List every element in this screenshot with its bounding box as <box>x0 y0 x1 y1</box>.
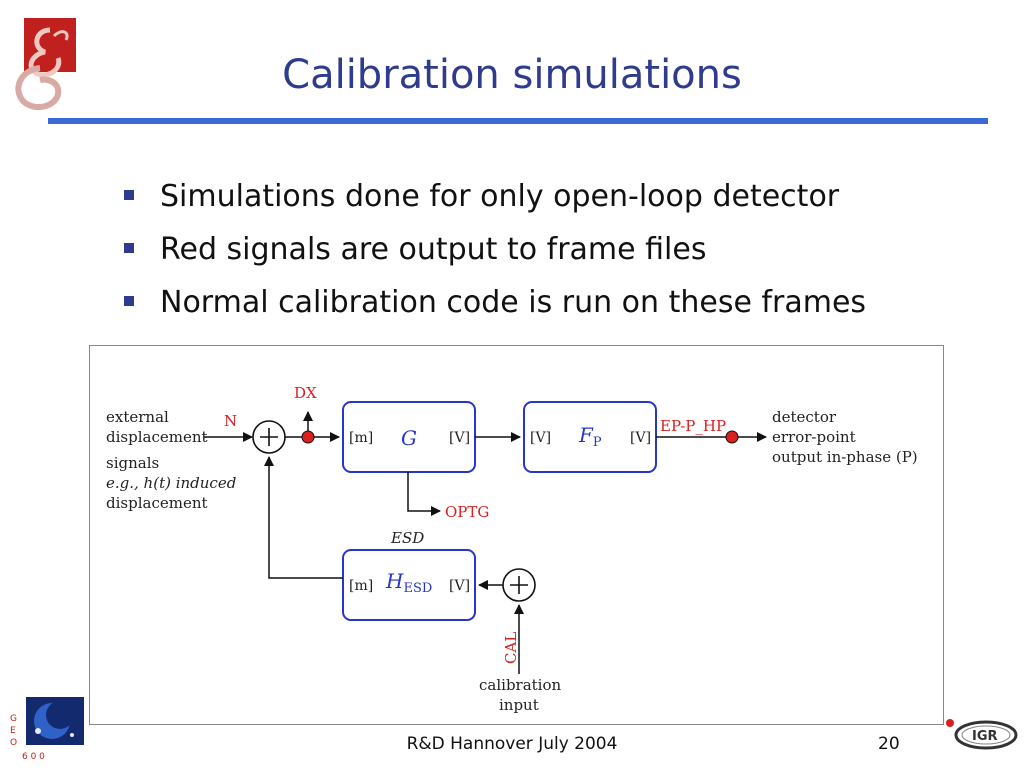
svg-text:G: G <box>10 714 17 724</box>
bullet-item: Normal calibration code is run on these … <box>120 276 866 329</box>
slide-title: Calibration simulations <box>282 52 742 98</box>
svg-text:E: E <box>10 726 16 736</box>
title-divider <box>48 118 988 124</box>
bullet-item: Red signals are output to frame files <box>120 223 866 276</box>
input-label-line: signals <box>106 454 159 472</box>
output-label-line: output in-phase (P) <box>772 448 918 466</box>
g-block-name: G <box>401 426 417 450</box>
ep-output-point <box>725 430 739 444</box>
optg-signal-label: OPTG <box>445 503 489 521</box>
bullet-square-icon <box>124 243 134 253</box>
output-label-line: detector <box>772 408 837 426</box>
optg-tap-arrow <box>407 472 441 516</box>
g-left-unit: [m] <box>349 430 373 446</box>
fp-block-name: FP <box>578 423 602 450</box>
ep-signal-label: EP-P_HP <box>660 417 726 435</box>
calibration-block-diagram: external displacement signals e.g., h(t)… <box>89 345 944 725</box>
geo600-logo <box>15 18 76 110</box>
bullet-square-icon <box>124 190 134 200</box>
dx-output-point <box>301 430 315 444</box>
fp-right-unit: [V] <box>630 430 651 446</box>
hesd-block <box>342 549 476 621</box>
svg-text:O: O <box>10 738 17 748</box>
hesd-right-unit: [V] <box>449 578 470 594</box>
bullet-list: Simulations done for only open-loop dete… <box>120 170 866 329</box>
hesd-block-name: HESD <box>385 569 432 596</box>
input-label-line: displacement <box>106 428 208 446</box>
induced-label-line: e.g., h(t) induced <box>106 474 236 492</box>
fp-left-unit: [V] <box>530 430 551 446</box>
n-signal-label: N <box>224 412 237 430</box>
dx-signal-label: DX <box>294 384 317 402</box>
feedback-arrow <box>264 456 343 579</box>
bullet-item: Simulations done for only open-loop dete… <box>120 170 866 223</box>
svg-text:IGR: IGR <box>972 729 998 744</box>
bullet-square-icon <box>124 296 134 306</box>
induced-label-line: displacement <box>106 494 208 512</box>
page-number: 20 <box>878 734 900 754</box>
geo600-planet-logo: G E O 6 0 0 <box>10 697 84 762</box>
footer-text: R&D Hannover July 2004 <box>406 734 618 754</box>
output-label-line: error-point <box>772 428 856 446</box>
cal-signal-label: CAL <box>502 632 520 664</box>
diagram-canvas: external displacement signals e.g., h(t)… <box>106 384 918 714</box>
igr-logo: IGR <box>946 719 1018 750</box>
esd-label: ESD <box>390 529 424 547</box>
cal-input-line: input <box>499 696 539 714</box>
hesd-left-unit: [m] <box>349 578 373 594</box>
g-right-unit: [V] <box>449 430 470 446</box>
svg-text:6 0 0: 6 0 0 <box>22 752 45 762</box>
cal-input-line: calibration <box>479 676 562 694</box>
input-label-line: external <box>106 408 169 426</box>
